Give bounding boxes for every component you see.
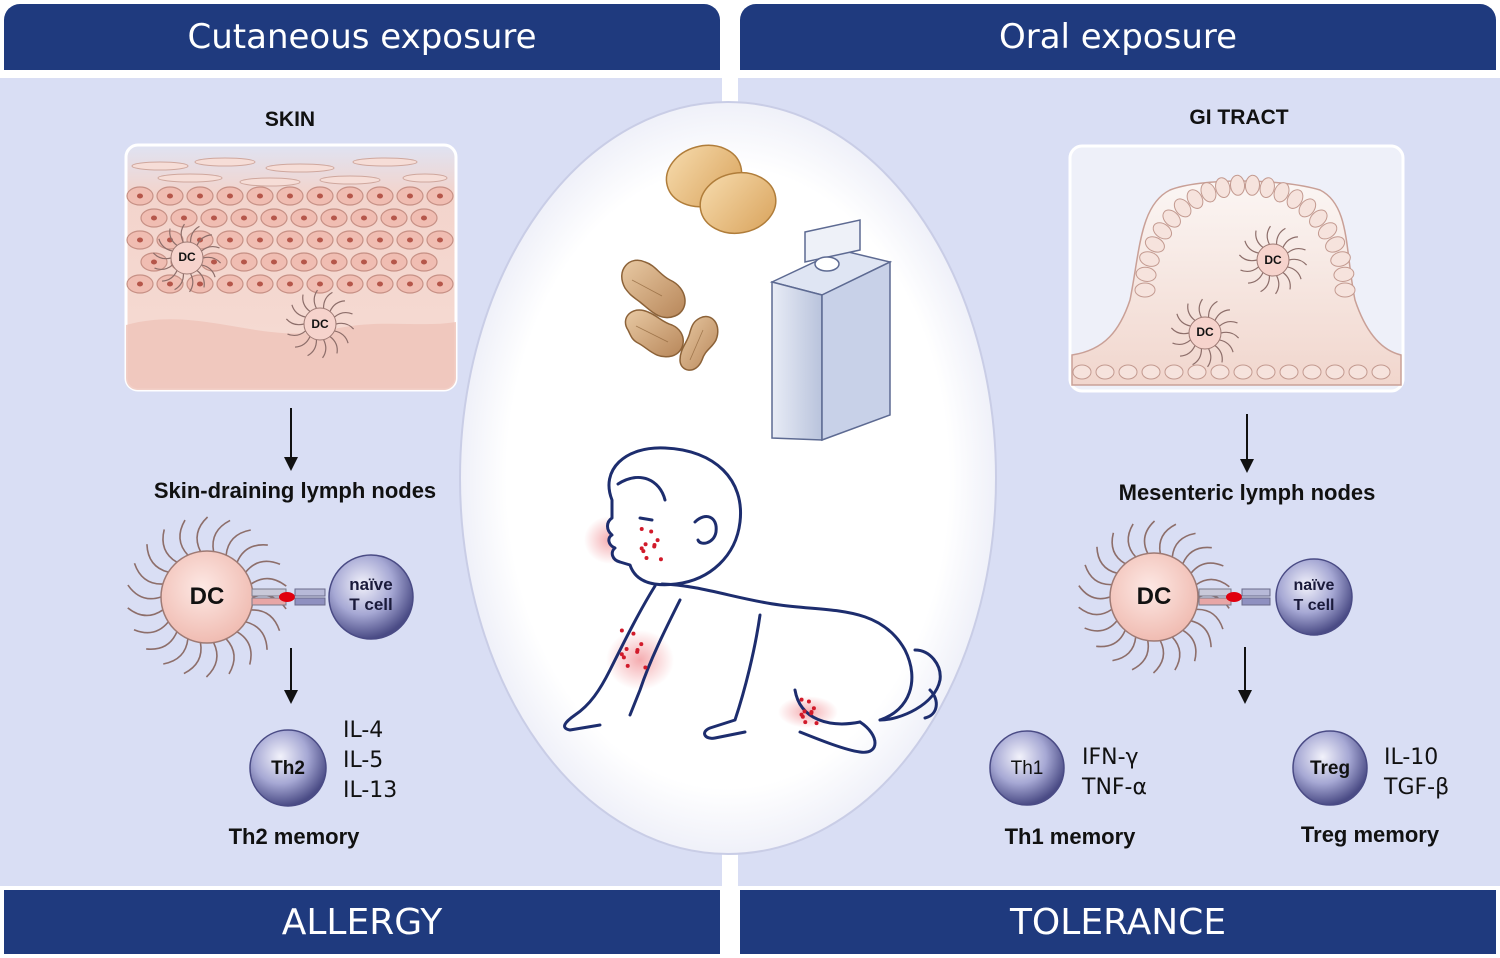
tissue-dc-label: DC: [1196, 325, 1214, 339]
treg-memory-label: Treg memory: [1300, 822, 1440, 847]
tcell-line2: T cell: [349, 595, 393, 614]
left-footer: ALLERGY: [4, 890, 720, 954]
treg-label: Treg: [1309, 758, 1351, 779]
th1-memory-label: Th1 memory: [1004, 824, 1136, 849]
left-tcell-label: naïve T cell: [331, 575, 411, 615]
right-tcell-label: naïve T cell: [1276, 576, 1352, 616]
skin-tissue-illustration: [124, 143, 458, 392]
crawling-baby-icon: [563, 446, 942, 754]
gi-title: GI TRACT: [1189, 106, 1289, 129]
skin-title: SKIN: [264, 108, 316, 131]
cytokine: IL-5: [343, 748, 384, 773]
cytokine: IL-10: [1384, 745, 1439, 770]
egg-icon: [665, 144, 777, 235]
tcell-line1: naïve: [1293, 577, 1335, 594]
right-dc-synapse: [1078, 520, 1353, 674]
th1-label: Th1: [1010, 758, 1044, 779]
right-footer: TOLERANCE: [740, 890, 1496, 954]
th2-label: Th2: [271, 758, 305, 779]
treg-cytokines: IL-10 TGF-β: [1384, 743, 1449, 803]
th1-cytokines: IFN-γ TNF-α: [1082, 743, 1147, 803]
cytokine: TGF-β: [1384, 775, 1450, 800]
left-dc-label: DC: [189, 583, 225, 610]
th1-cell: [989, 730, 1065, 806]
right-dc-label: DC: [1136, 583, 1172, 610]
left-header: Cutaneous exposure: [4, 4, 720, 70]
tcell-line2: T cell: [1293, 597, 1335, 614]
tissue-dc-label: DC: [178, 250, 196, 264]
gi-tract-illustration: [1068, 144, 1405, 393]
cytokine: IL-4: [343, 718, 384, 743]
mesenteric-lymph-node-label: Mesenteric lymph nodes: [1118, 480, 1376, 505]
cytokine: IL-13: [343, 778, 398, 803]
peanut-icon: [621, 259, 719, 371]
tcell-line1: naïve: [349, 575, 393, 594]
left-dc-synapse: [127, 516, 414, 678]
milk-carton-icon: [769, 219, 893, 442]
treg-cell: [1292, 730, 1368, 806]
cytokine: IFN-γ: [1082, 745, 1139, 770]
cytokine: TNF-α: [1082, 775, 1147, 800]
th2-cell: [249, 729, 327, 807]
tissue-dc-label: DC: [311, 317, 329, 331]
skin-lymph-node-label: Skin-draining lymph nodes: [153, 478, 437, 503]
tissue-dc-label: DC: [1264, 253, 1282, 267]
right-header: Oral exposure: [740, 4, 1496, 70]
th2-memory-label: Th2 memory: [228, 824, 360, 849]
th2-cytokines: IL-4 IL-5 IL-13: [343, 716, 397, 806]
